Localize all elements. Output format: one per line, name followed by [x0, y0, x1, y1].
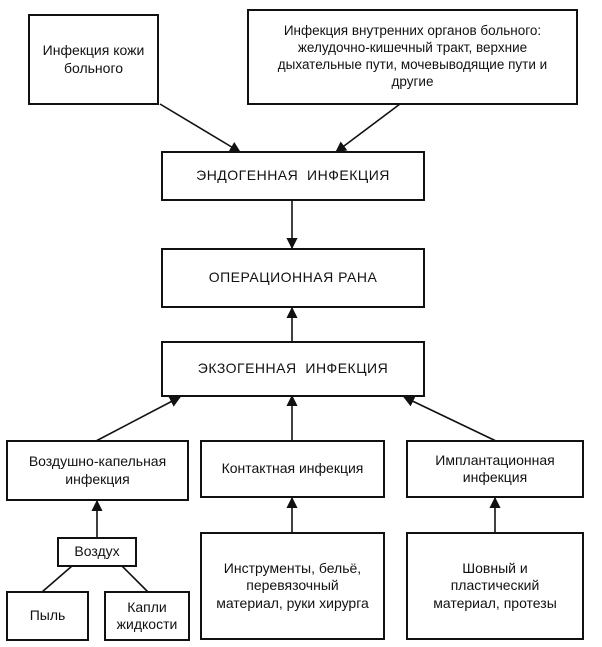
line-air-to-droplets [121, 565, 149, 593]
contact-infection-label: Контактная инфекция [221, 460, 364, 477]
airborne-infection-label: Воздушно-капельная инфекция [28, 453, 167, 487]
exogenous-infection-label: ЭКЗОГЕННАЯ ИНФЕКЦИЯ [197, 360, 389, 377]
implant-infection-node: Имплантационная инфекция [406, 440, 584, 498]
dust-node: Пыль [6, 591, 89, 641]
internal-infection-node: Инфекция внутренних органов больного: же… [247, 9, 578, 105]
endogenous-infection-label: ЭНДОГЕННАЯ ИНФЕКЦИЯ [196, 167, 390, 184]
airborne-infection-node: Воздушно-капельная инфекция [6, 440, 189, 501]
suture-material-node: Шовный и пластический материал, протезы [406, 532, 584, 640]
line-air-to-dust [41, 565, 73, 593]
arrow-airborne-to-exogenous [95, 396, 181, 442]
liquid-droplets-label: Капли жидкости [116, 598, 178, 633]
dust-label: Пыль [29, 607, 66, 624]
instruments-label: Инструменты, бельё, перевязочный материа… [216, 559, 369, 611]
air-label: Воздух [74, 543, 120, 560]
internal-infection-label: Инфекция внутренних органов больного: же… [277, 23, 548, 89]
contact-infection-node: Контактная инфекция [200, 440, 385, 498]
surgical-wound-node: ОПЕРАЦИОННАЯ РАНА [161, 248, 425, 308]
liquid-droplets-node: Капли жидкости [104, 591, 190, 641]
implant-infection-label: Имплантационная инфекция [435, 451, 555, 486]
skin-infection-label: Инфекция кожи больного [42, 42, 145, 76]
suture-material-label: Шовный и пластический материал, протезы [433, 559, 557, 611]
endogenous-infection-node: ЭНДОГЕННАЯ ИНФЕКЦИЯ [161, 151, 425, 201]
instruments-node: Инструменты, бельё, перевязочный материа… [200, 532, 385, 640]
arrow-implant-to-exogenous [402, 396, 497, 442]
skin-infection-node: Инфекция кожи больного [28, 14, 159, 105]
surgical-wound-label: ОПЕРАЦИОННАЯ РАНА [208, 269, 378, 286]
arrow-skin-to-endogenous [159, 103, 241, 153]
exogenous-infection-node: ЭКЗОГЕННАЯ ИНФЕКЦИЯ [161, 341, 425, 397]
air-node: Воздух [57, 537, 137, 567]
arrow-internal-to-endogenous [335, 103, 401, 153]
